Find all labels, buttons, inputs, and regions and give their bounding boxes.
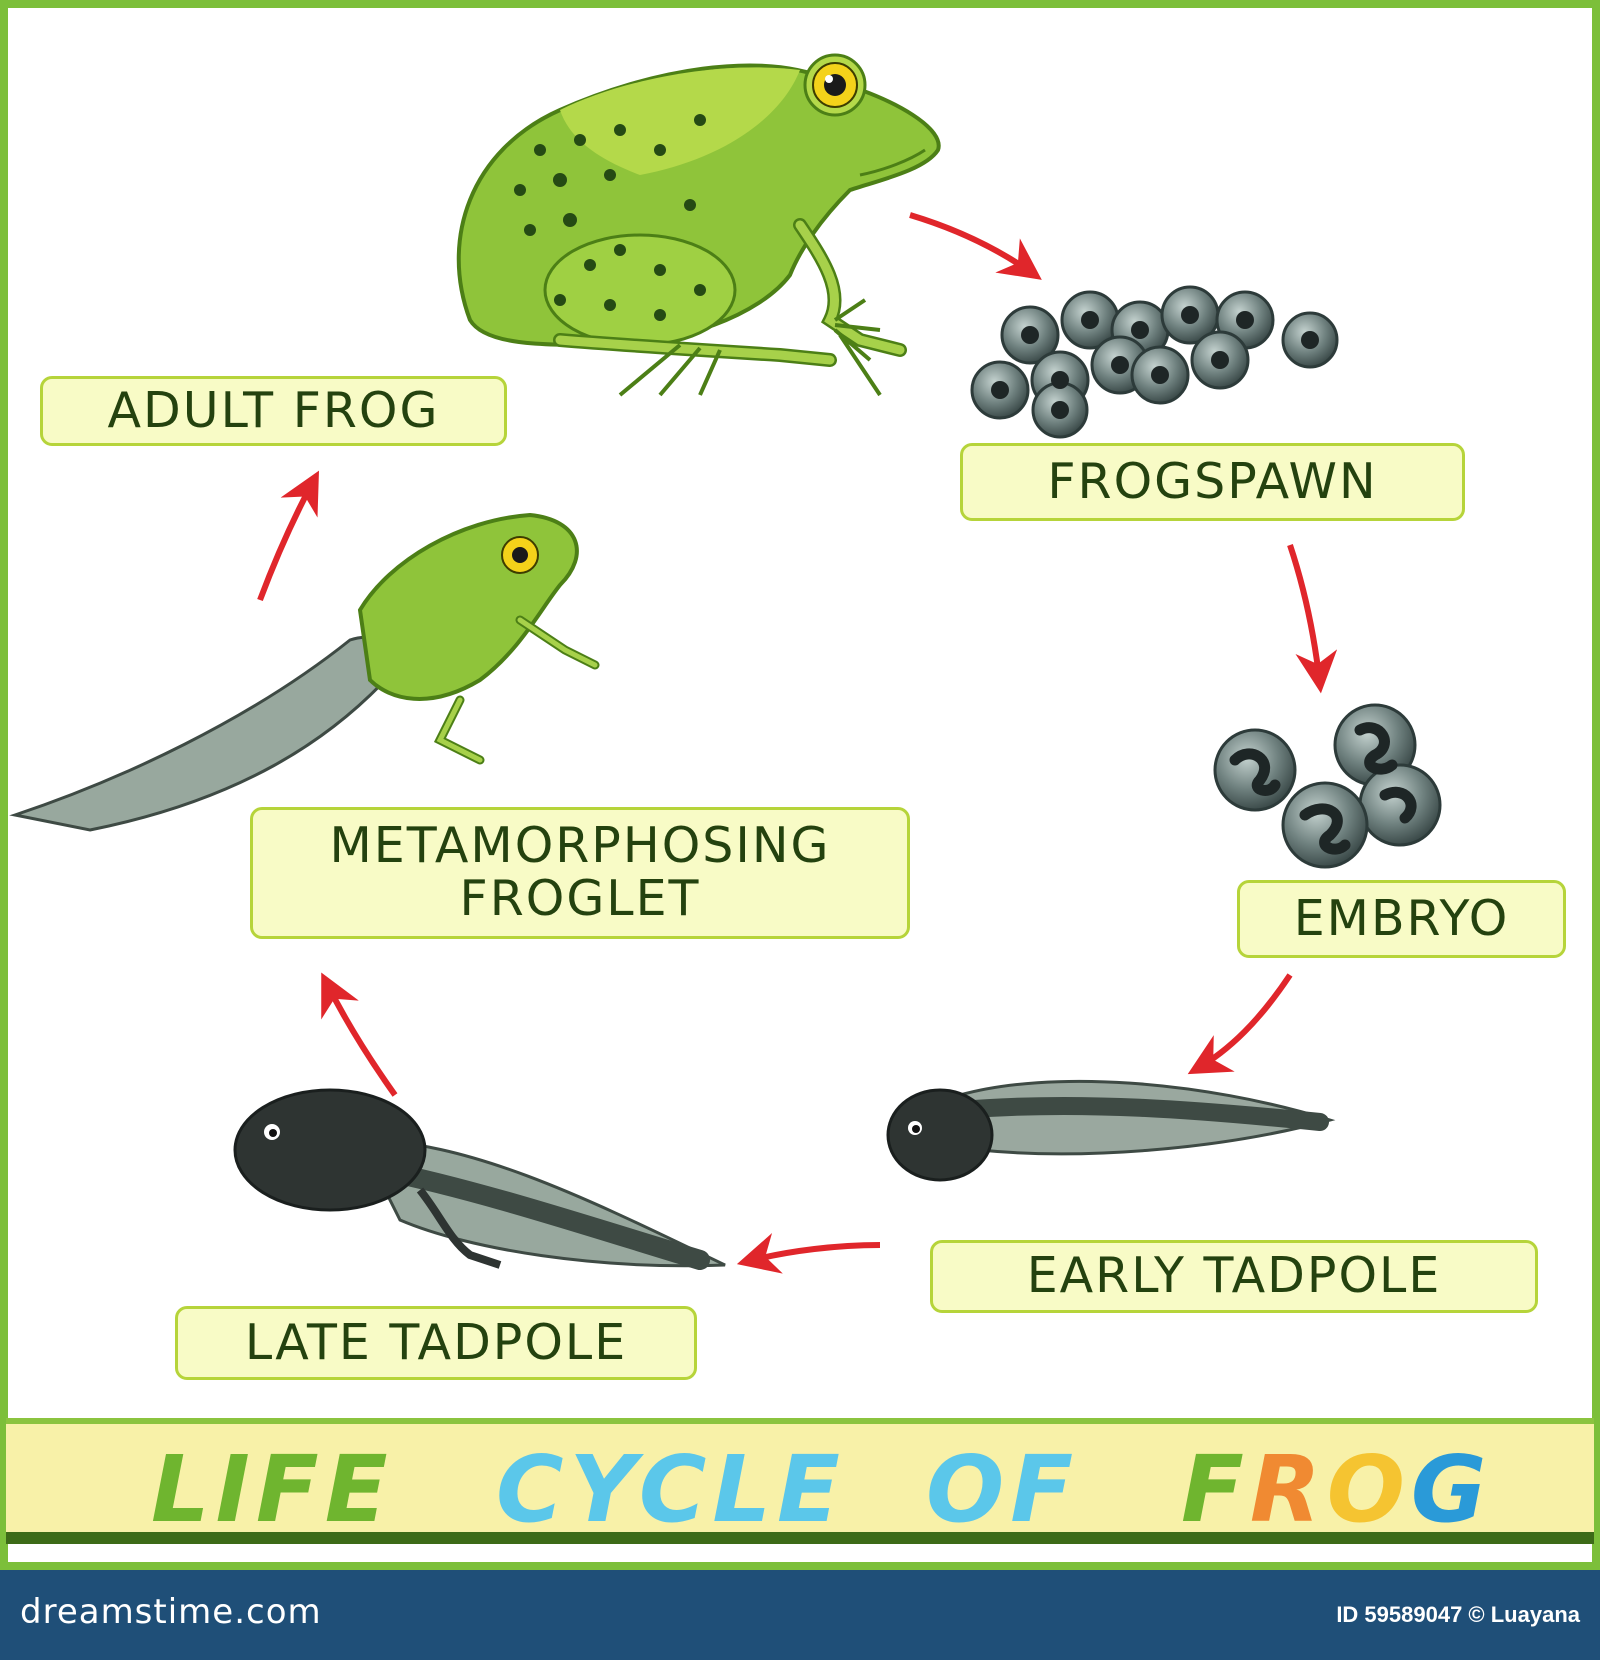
arrow-late-tadpole-to-froglet <box>321 972 398 1097</box>
label-adult-frog-text: ADULT FROG <box>107 381 440 439</box>
adult-frog-illustration <box>456 53 941 397</box>
froglet-illustration <box>9 512 600 832</box>
arrow-embryo-to-early-tadpole <box>1187 973 1293 1075</box>
label-early-tadpole: EARLY TADPOLE <box>930 1240 1538 1313</box>
title-band: LIFE CYCLE OF FROG <box>6 1418 1594 1544</box>
arrow-frogspawn-to-embryo <box>1287 544 1338 694</box>
title-word-frog: FROG <box>1181 1436 1493 1543</box>
illustrations <box>9 53 1442 1274</box>
label-froglet-line1: METAMORPHOSING <box>329 817 831 875</box>
arrow-early-to-late-tadpole <box>736 1233 881 1274</box>
label-frogspawn: FROGSPAWN <box>960 443 1465 521</box>
label-frogspawn-text: FROGSPAWN <box>1047 452 1378 510</box>
title-word-life: LIFE <box>151 1436 394 1543</box>
frame-border <box>0 0 1600 1570</box>
label-embryo: EMBRYO <box>1237 880 1566 958</box>
label-froglet-line2: FROGLET <box>459 870 701 927</box>
watermark-footer: dreamstime.com ID 59589047 © Luayana <box>0 1570 1600 1660</box>
late-tadpole-illustration <box>233 1088 726 1270</box>
label-late-tadpole: LATE TADPOLE <box>175 1306 697 1380</box>
title-word-cycle: CYCLE <box>496 1436 846 1543</box>
label-metamorphosing-froglet: METAMORPHOSING FROGLET <box>250 807 910 939</box>
footer-site-name: dreamstime.com <box>20 1592 322 1632</box>
label-embryo-text: EMBRYO <box>1293 889 1510 947</box>
title-word-of: OF <box>926 1436 1080 1543</box>
cycle-arrows <box>257 212 1338 1274</box>
label-early-tadpole-text: EARLY TADPOLE <box>1026 1247 1442 1305</box>
arrow-adult-to-frogspawn <box>909 212 1042 280</box>
embryo-illustration <box>1213 703 1442 869</box>
early-tadpole-illustration <box>886 1079 1336 1182</box>
frogspawn-illustration <box>970 285 1339 439</box>
label-adult-frog: ADULT FROG <box>40 376 507 446</box>
footer-image-id: ID 59589047 © Luayana <box>1336 1602 1580 1627</box>
label-late-tadpole-text: LATE TADPOLE <box>244 1313 628 1371</box>
arrow-froglet-to-adult <box>257 470 319 602</box>
